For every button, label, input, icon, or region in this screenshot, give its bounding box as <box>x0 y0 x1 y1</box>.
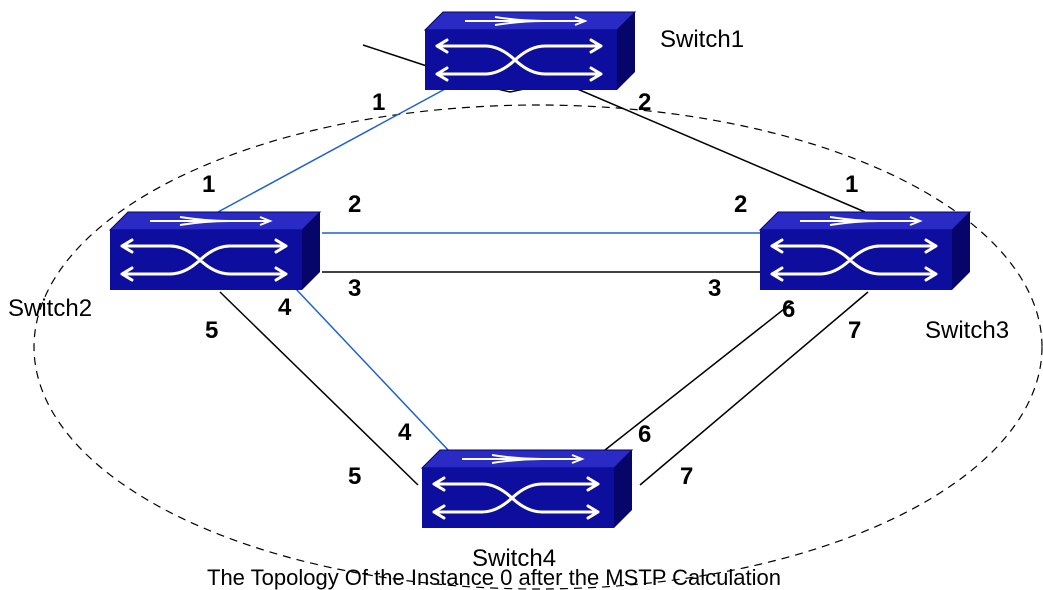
port-label: 4 <box>398 419 412 446</box>
switch4-label: Switch4 <box>472 545 556 572</box>
switch4-icon <box>420 448 634 530</box>
link-switch1-switch3 <box>467 81 866 213</box>
switch1-icon <box>423 10 637 92</box>
port-label: 1 <box>372 89 385 116</box>
port-label: 3 <box>348 275 361 302</box>
mst-region-boundary <box>33 104 1043 590</box>
port-label: 5 <box>205 317 218 344</box>
switch1-label: Switch1 <box>660 26 744 53</box>
port-label: 2 <box>638 89 651 116</box>
switch3-icon <box>758 210 972 292</box>
port-label: 1 <box>845 171 858 198</box>
port-label: 5 <box>348 463 361 490</box>
link-switch2-switch4-port4 <box>294 287 451 453</box>
switch2-label: Switch2 <box>8 295 92 322</box>
port-label: 2 <box>734 191 747 218</box>
link-switch3-switch4-port6 <box>604 301 794 451</box>
port-label: 7 <box>680 463 693 490</box>
switch2-icon <box>108 210 322 292</box>
diagram-caption: The Topology Of the Instance 0 after the… <box>207 565 781 590</box>
link-switch2-switch4-port5 <box>219 291 419 486</box>
link-switch3-switch4-port7 <box>639 291 869 486</box>
link-switch1-switch2 <box>217 81 459 213</box>
port-label: 3 <box>708 275 721 302</box>
port-label: 6 <box>782 296 795 323</box>
port-label: 4 <box>278 294 292 321</box>
port-label: 7 <box>848 317 861 344</box>
port-label: 2 <box>348 191 361 218</box>
port-label: 6 <box>638 421 651 448</box>
switch3-label: Switch3 <box>925 317 1009 344</box>
port-label: 1 <box>202 171 215 198</box>
